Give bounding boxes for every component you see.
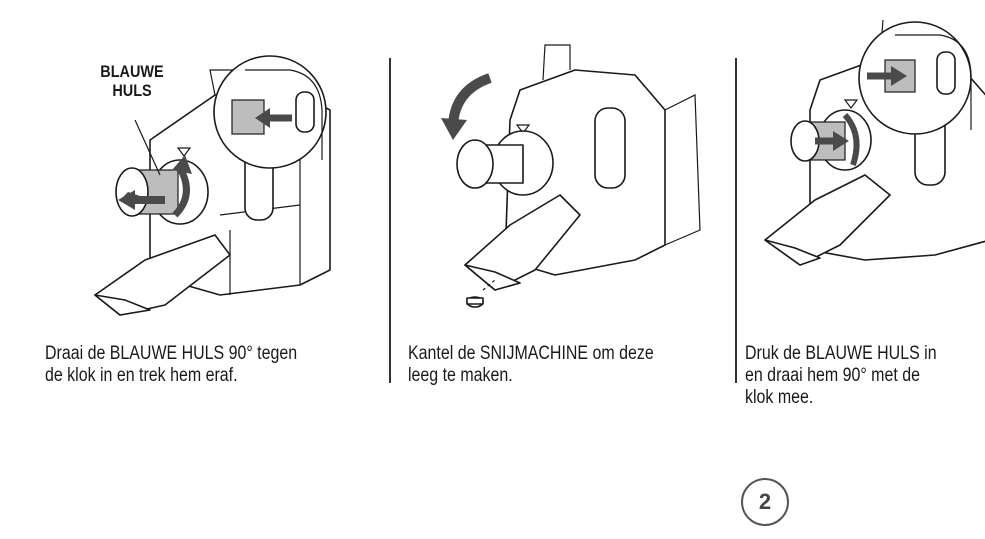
divider-1 (389, 58, 391, 383)
step-1-illustration (0, 0, 380, 330)
step-2-panel: Kantel de SNIJMACHINE om deze leeg te ma… (395, 0, 740, 420)
step-3-illustration (745, 0, 985, 330)
blauwe-huls-callout: BLAUWE HULS (98, 62, 166, 100)
step-3-panel: Druk de BLAUWE HULS in en draai hem 90° … (745, 0, 985, 420)
step-1-caption: Draai de BLAUWE HULS 90° tegen de klok i… (45, 343, 364, 387)
step-2-illustration (395, 0, 740, 330)
step-2-caption: Kantel de SNIJMACHINE om deze leeg te ma… (408, 343, 727, 387)
divider-2 (735, 58, 737, 383)
step-3-caption: Druk de BLAUWE HULS in en draai hem 90° … (745, 343, 985, 409)
step-1-panel: BLAUWE HULS Draai de BLAUWE HULS 90° teg… (0, 0, 380, 420)
page-number: 2 (741, 478, 789, 526)
